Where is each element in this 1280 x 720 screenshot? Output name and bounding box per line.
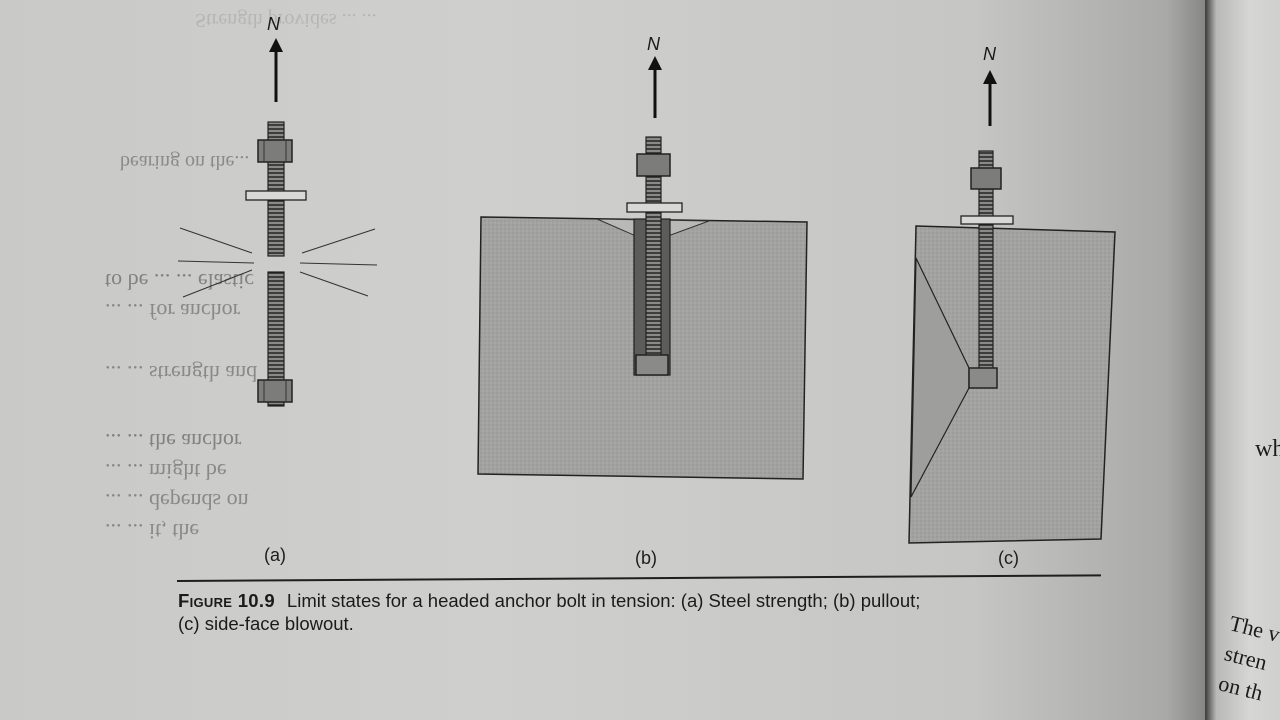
- facing-page-fragment: wh: [1255, 436, 1280, 462]
- concrete-block-c: [908, 225, 1116, 544]
- anchor-bolt-figure: [177, 38, 1116, 544]
- arrowhead-a: [269, 38, 283, 52]
- bolt-head-c: [968, 367, 998, 389]
- washer-c: [960, 215, 1014, 225]
- arrowhead-c: [983, 70, 997, 84]
- panel-b-pullout: [477, 56, 808, 480]
- book-page: Strength provides ... ... bearing on the…: [0, 0, 1215, 720]
- force-label-c: N: [983, 44, 996, 64]
- panel-a-steel-strength: [177, 38, 378, 407]
- panel-label-a: (a): [264, 545, 286, 565]
- nut-b: [636, 153, 671, 177]
- facing-page: wh The v stren on th: [1205, 0, 1280, 720]
- panel-label-b: (b): [635, 548, 657, 568]
- figure-caption: Figure 10.9 Limit states for a headed anc…: [178, 589, 1108, 635]
- bolt-head-b: [635, 354, 669, 376]
- caption-line-1: Limit states for a headed anchor bolt in…: [286, 590, 921, 611]
- caption-line-2: (c) side-face blowout.: [178, 613, 354, 634]
- washer-a: [245, 190, 307, 201]
- panel-c-side-face-blowout: [908, 70, 1116, 544]
- bolt-head-a: [257, 379, 293, 403]
- nut-a: [257, 139, 293, 163]
- nut-c: [970, 167, 1002, 190]
- bolt-shank-lower-a: [267, 271, 285, 407]
- arrowhead-b: [648, 56, 662, 70]
- washer-b: [626, 202, 683, 213]
- facing-page-fragment: stren: [1222, 640, 1270, 675]
- figure-number: Figure 10.9: [178, 590, 275, 611]
- force-label-a: N: [267, 14, 280, 34]
- force-label-b: N: [647, 34, 660, 54]
- panel-label-c: (c): [998, 548, 1019, 568]
- facing-page-fragment: on th: [1216, 670, 1266, 706]
- fracture-lines-a: [177, 227, 378, 298]
